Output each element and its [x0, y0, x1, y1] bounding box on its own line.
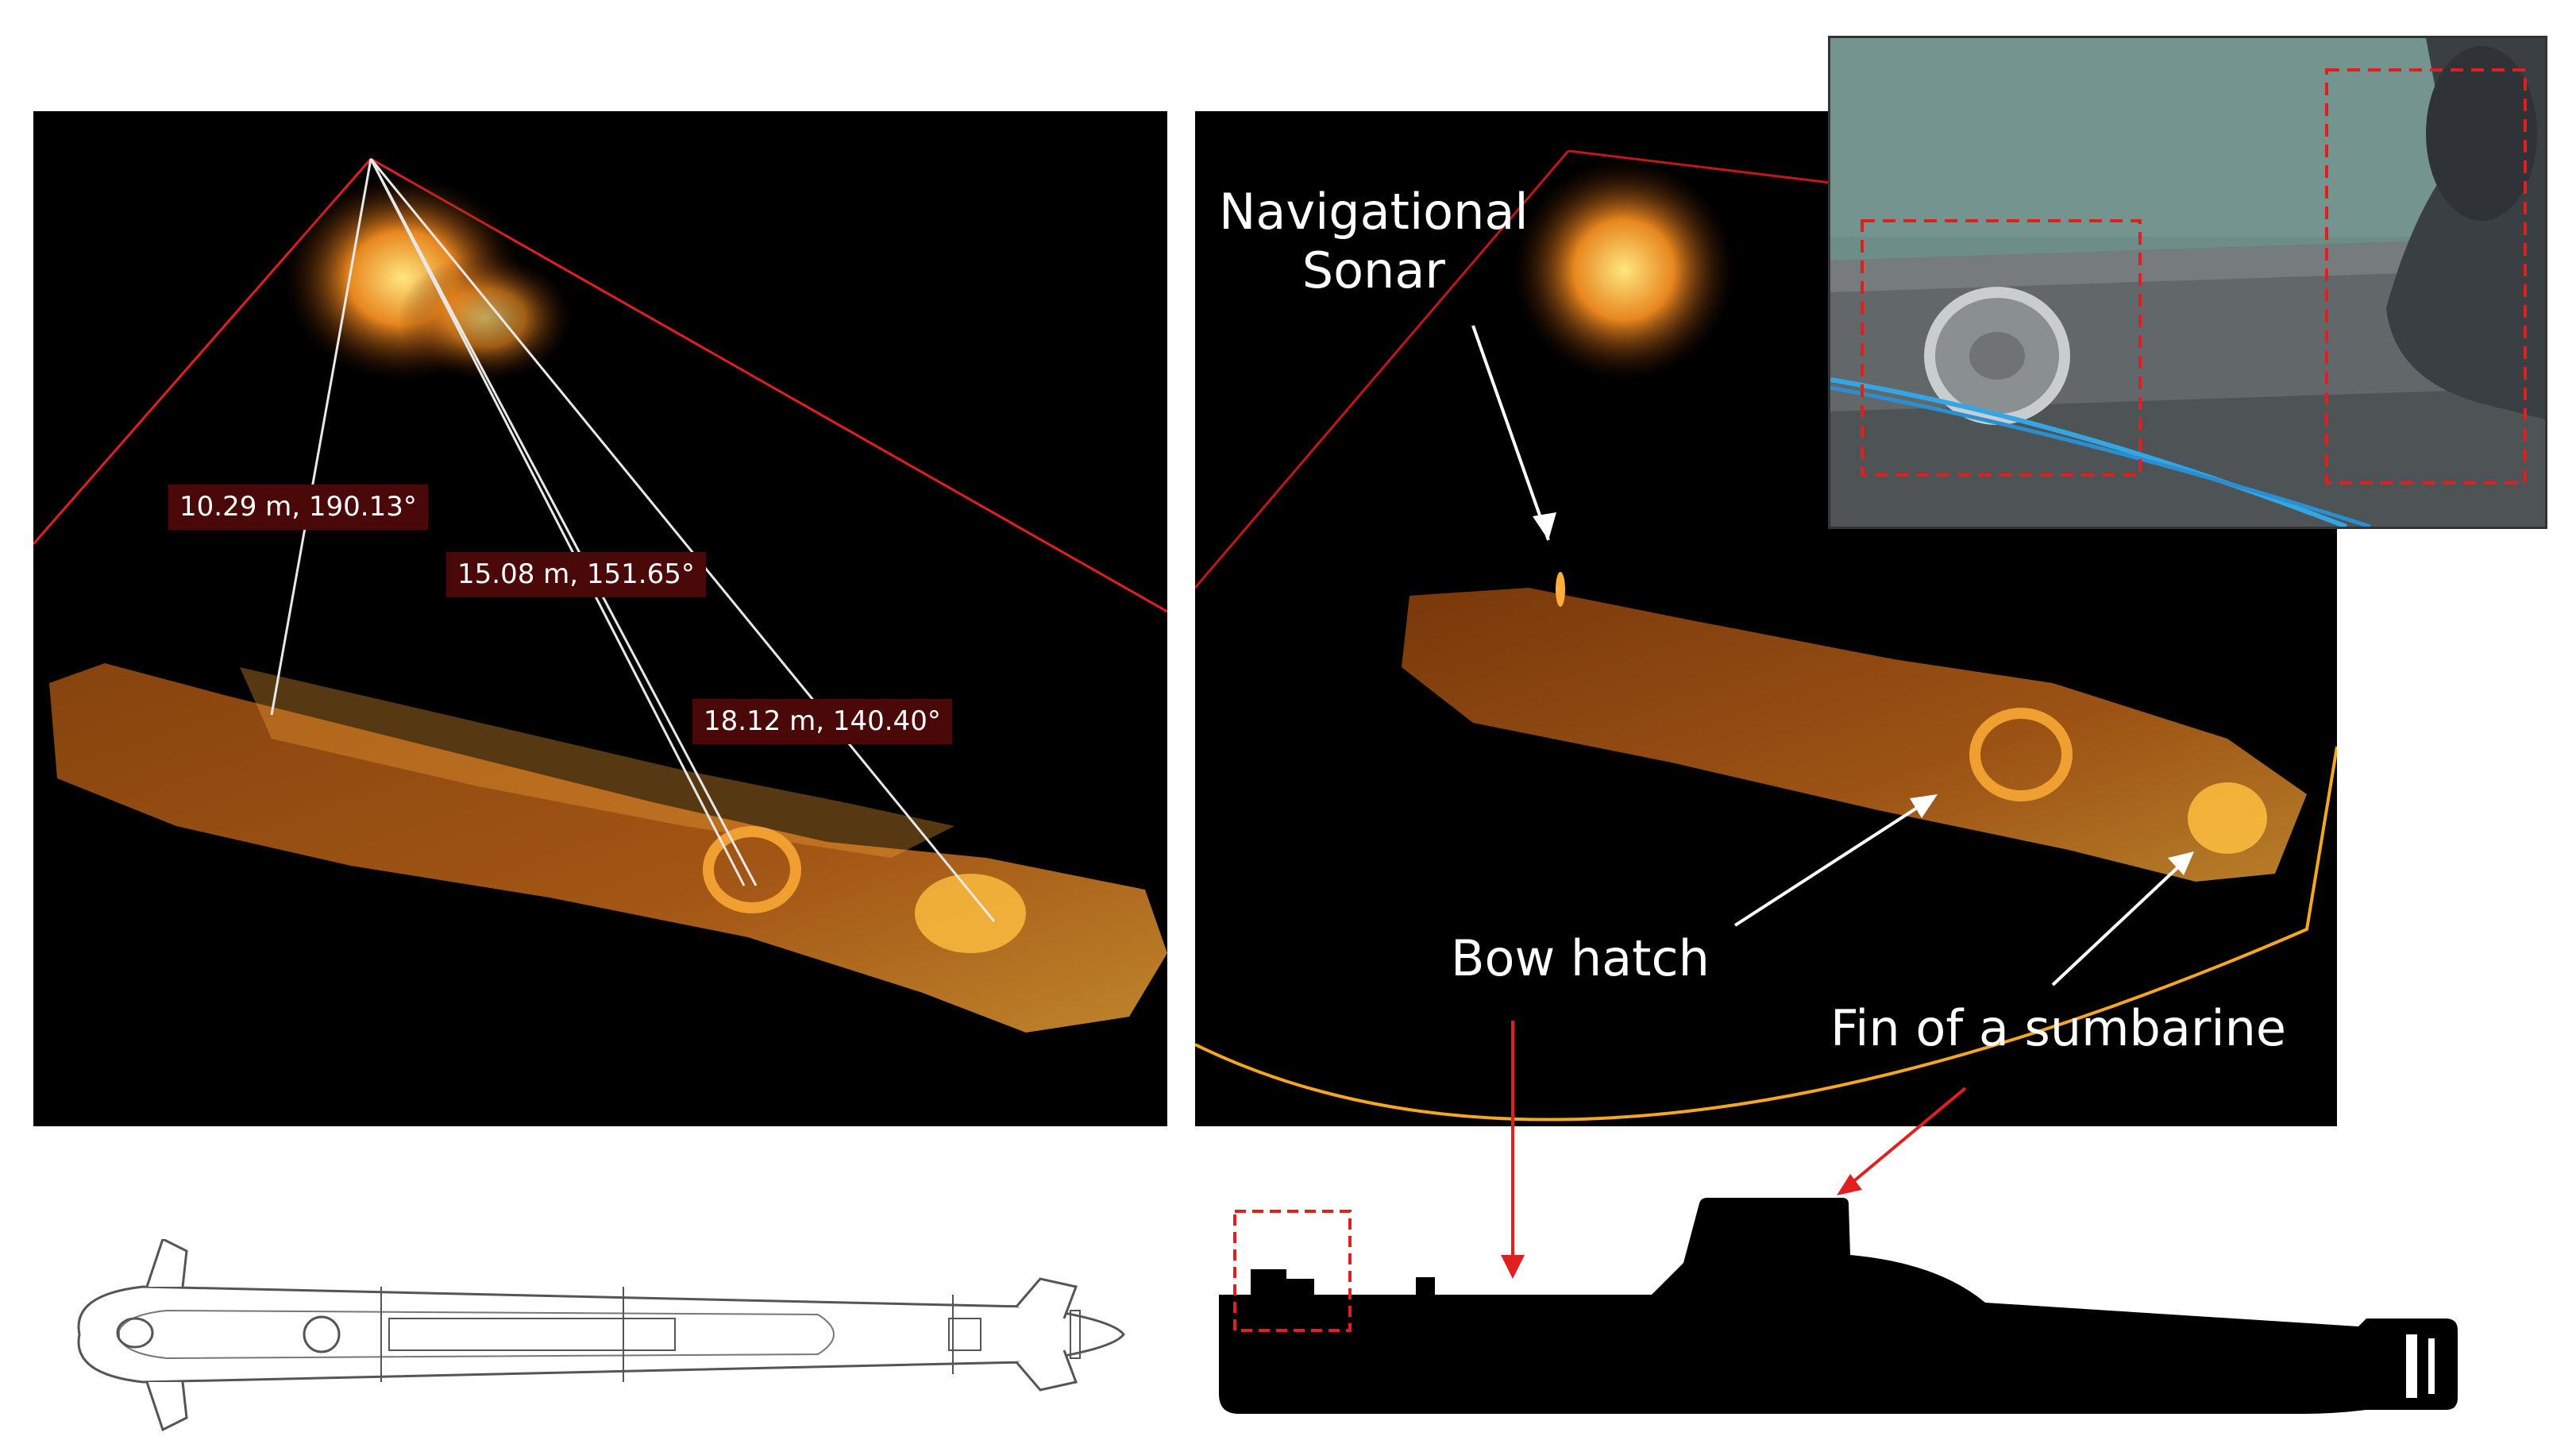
hull-echo — [49, 663, 1167, 1033]
bow-hatch-arrow — [1733, 801, 1927, 927]
callout-navigational-sonar-line1: Navigational — [1219, 183, 1529, 241]
fin-arrow — [2051, 860, 2185, 986]
highlight-box-fin — [2325, 68, 2527, 485]
measurement-label-1: 10.29 m, 190.13° — [168, 485, 428, 530]
range-line-3 — [369, 158, 996, 922]
callout-bow-hatch: Bow hatch — [1451, 929, 1710, 987]
measurement-label-2: 15.08 m, 151.65° — [446, 552, 706, 597]
range-line-2 — [369, 158, 758, 886]
submarine-plan-view — [77, 1239, 1125, 1432]
callout-fin: Fin of a sumbarine — [1830, 999, 2287, 1057]
bow-plane-top — [145, 1239, 188, 1288]
fin-plan — [388, 1318, 676, 1351]
callout-navigational-sonar: Navigational Sonar — [1219, 183, 1529, 301]
callout-navigational-sonar-line2: Sonar — [1301, 241, 1445, 300]
nearfield-echo — [1513, 159, 1735, 381]
photo-graphic — [1830, 38, 2545, 527]
bow-hatch-silhouette — [1416, 1277, 1435, 1295]
sonar-left-graphic — [33, 157, 1167, 1033]
navigational-sonar-echo — [1556, 572, 1565, 607]
hull-silhouette — [1219, 1198, 2458, 1414]
highlight-box-hatch — [1861, 219, 2142, 477]
hull-outline — [77, 1285, 1125, 1384]
hatch-plan — [303, 1315, 341, 1353]
hatch-ring-echo — [1969, 708, 2073, 801]
hull-echo — [1402, 588, 2307, 882]
submarine-deck-photo — [1828, 36, 2547, 529]
measurement-label-3: 18.12 m, 140.40° — [692, 699, 952, 744]
range-arc — [1195, 746, 2337, 1122]
hatch-ring-echo — [703, 826, 801, 913]
fin-echo — [915, 874, 1026, 953]
highlight-box-sonar — [1233, 1210, 1352, 1332]
nav-sonar-arrow — [1471, 325, 1550, 541]
fin-echo — [2188, 782, 2267, 854]
sonar-image-left: 10.29 m, 190.13° 15.08 m, 151.65° 18.12 … — [33, 111, 1167, 1126]
range-line-1 — [270, 158, 372, 716]
bow-plane-bottom — [145, 1381, 188, 1432]
sonar-right-graphic — [1195, 149, 2337, 1122]
submarine-silhouette — [1219, 1198, 2458, 1414]
